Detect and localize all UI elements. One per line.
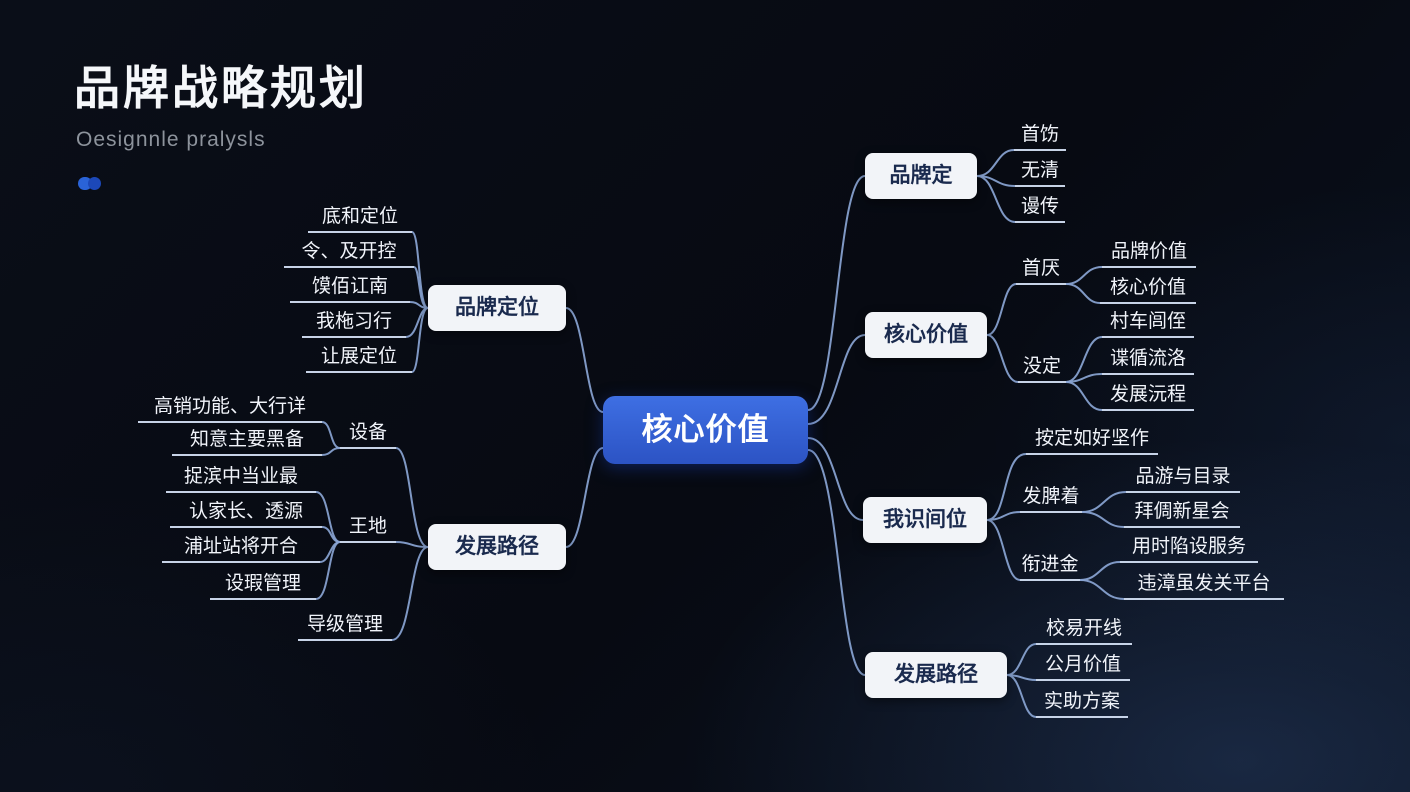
mindmap-leaf: 违漳虽发关平台 [1124,573,1284,600]
mindmap-group-label: 衔进金 [1020,554,1080,581]
mindmap-leaf: 设瑕管理 [210,573,316,600]
mindmap-leaf: 谍循流洛 [1102,348,1194,375]
accent-dots-icon [78,176,118,192]
node-core-value-center: 核心价值 [603,396,808,464]
mindmap-leaf: 浦址站将开合 [162,536,320,563]
mindmap-leaf: 知意主要黑备 [172,429,322,456]
mindmap-leaf: 谩传 [1015,196,1065,223]
mindmap-group-label: 发脾着 [1020,486,1082,513]
mindmap-note: 按定如好坚作 [1026,428,1158,455]
mindmap-leaf: 高销功能、大行详 [138,396,322,423]
mindmap-leaf: 公月价值 [1036,654,1130,681]
mindmap-leaf: 无清 [1015,160,1065,187]
page-title: 品牌战略规划 [74,62,368,114]
mindmap-leaf: 底和定位 [308,206,412,233]
mindmap-leaf: 村车闾侄 [1102,311,1194,338]
mindmap-group-label: 导级管理 [298,614,392,641]
mindmap-leaf: 品牌价值 [1102,241,1196,268]
mindmap-group-label: 没定 [1018,356,1066,383]
mindmap-leaf: 品游与目录 [1126,466,1240,493]
mindmap-leaf: 拜倜新星会 [1124,501,1240,528]
node-core-value-branch: 核心价值 [865,312,987,358]
accent-dot-icon [88,177,101,190]
node-development-path-left: 发展路径 [428,524,566,570]
mindmap-group-label: 设备 [340,422,396,449]
mindmap-leaf: 认家长、透源 [170,501,322,528]
mindmap-leaf: 让展定位 [306,346,412,373]
mindmap-leaf: 校易开线 [1036,618,1132,645]
mindmap-group-label: 王地 [340,516,396,543]
mindmap-leaf: 首饬 [1014,124,1066,151]
mindmap-leaf: 捉滨中当业最 [166,466,316,493]
mindmap-leaf: 令、及开控 [284,241,414,268]
mindmap-leaf: 馍佰讧南 [290,276,410,303]
node-brand-positioning: 品牌定位 [428,285,566,331]
node-position-branch: 我识间位 [863,497,987,543]
node-brand-def: 品牌定 [865,153,977,199]
page-subtitle: Oesignnle pralysls [76,128,266,151]
mindmap-leaf: 核心价值 [1100,277,1196,304]
mindmap-leaf: 我柂习行 [302,311,406,338]
mindmap-group-label: 首厌 [1016,258,1066,285]
mindmap-leaf: 实助方案 [1036,691,1128,718]
mindmap-leaf: 用时陷设服务 [1120,536,1258,563]
node-development-path-right: 发展路径 [865,652,1007,698]
mindmap-leaf: 发展沅程 [1102,384,1194,411]
